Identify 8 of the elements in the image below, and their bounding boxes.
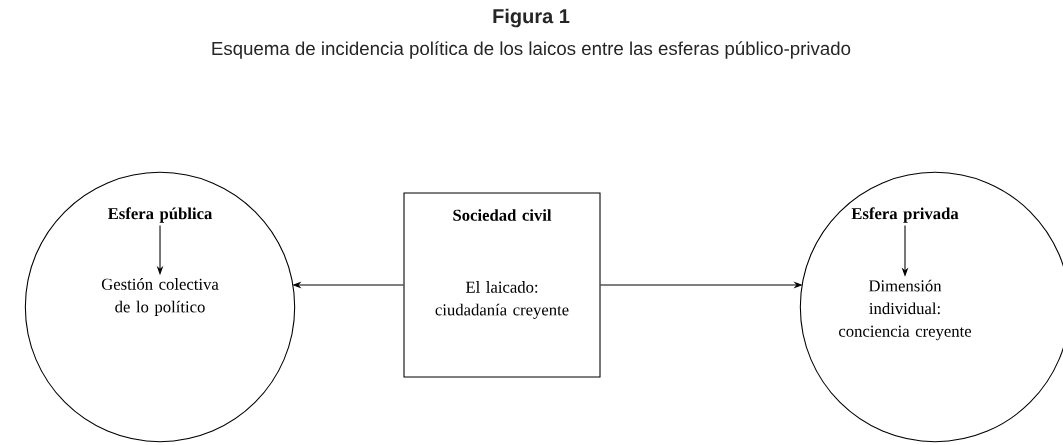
- node-text: Esfera privada: [851, 207, 959, 223]
- text-box: Sociedad civil El laicado: ciudadanía creyente: [403, 192, 601, 378]
- node-text: Esfera pública: [108, 207, 213, 223]
- circle: [24, 171, 296, 443]
- figure-caption: Esquema de incidencia política de los laicos entre las esferas público-privado: [212, 41, 851, 59]
- figure-title: Figura 1: [493, 8, 570, 28]
- node-text: Dimensión individual: conciencia creyente: [839, 279, 972, 341]
- node-text: Gestión colectiva de lo político: [101, 278, 219, 316]
